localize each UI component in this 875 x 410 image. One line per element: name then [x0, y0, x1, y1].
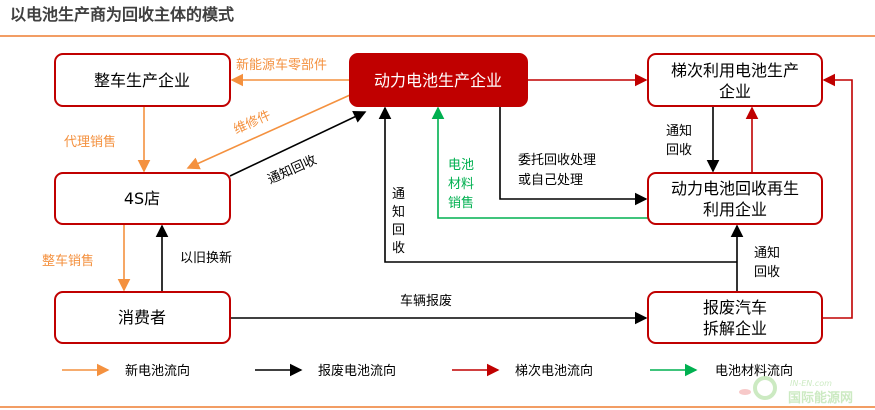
label-notify-v-1: 通	[392, 187, 405, 202]
label-notify-a-2: 回收	[666, 143, 692, 158]
label-notify-v-3: 回	[392, 223, 405, 238]
node-recycler: 动力电池回收再生 利用企业	[647, 172, 823, 225]
edge-dismantler-cascade	[822, 73, 853, 319]
node-battery-maker: 动力电池生产企业	[349, 53, 528, 107]
label-notify-v-4: 收	[392, 241, 405, 256]
label-material-3: 销售	[448, 195, 474, 211]
label-notify-diag: 通知回收	[265, 152, 319, 188]
node-dismantler: 报废汽车 拆解企业	[647, 291, 823, 344]
edge-material-sales	[431, 106, 648, 219]
node-dismantler-label-2: 拆解企业	[703, 319, 767, 338]
node-cascade-label-1: 梯次利用电池生产	[671, 61, 799, 80]
node-recycler-label-2: 利用企业	[703, 200, 767, 219]
node-consumer: 消费者	[54, 291, 231, 344]
node-oem: 整车生产企业	[54, 53, 231, 107]
label-notify-b-1: 通知	[754, 245, 780, 261]
node-dealer: 4S店	[54, 172, 231, 225]
edge-entrust	[499, 106, 648, 206]
label-notify-v-2: 知	[392, 204, 405, 220]
edge-notify-vertical	[378, 106, 737, 263]
label-parts: 新能源车零部件	[236, 57, 327, 73]
node-recycler-label-1: 动力电池回收再生	[671, 179, 799, 198]
label-agency-sales: 代理销售	[64, 134, 116, 150]
label-material-2: 材料	[448, 177, 474, 192]
label-scrap: 车辆报废	[400, 293, 452, 309]
watermark-line2: 国际能源网	[788, 390, 853, 406]
node-oem-label: 整车生产企业	[94, 71, 190, 90]
legend-new: 新电池流向	[125, 363, 190, 379]
legend-scrap: 报废电池流向	[318, 363, 396, 379]
legend-material: 电池材料流向	[715, 363, 793, 379]
page-title: 以电池生产商为回收主体的模式	[10, 5, 234, 24]
node-cascade-label-2: 企业	[719, 82, 751, 101]
legend-cascade: 梯次电池流向	[515, 363, 593, 379]
label-vehicle-sales: 整车销售	[42, 253, 94, 269]
node-dealer-label: 4S店	[124, 189, 160, 208]
label-material-1: 电池	[448, 158, 474, 173]
legend: 新电池流向 报废电池流向 梯次电池流向 电池材料流向	[62, 363, 793, 379]
label-entrust-1: 委托回收处理	[518, 153, 596, 168]
label-entrust-2: 或自己处理	[518, 173, 583, 188]
watermark-logo: IN-EN.com 国际能源网	[739, 376, 853, 406]
node-dismantler-label-1: 报废汽车	[703, 298, 767, 317]
edge-repair	[186, 94, 351, 170]
node-consumer-label: 消费者	[118, 308, 166, 327]
label-notify-b-2: 回收	[754, 265, 780, 280]
label-trade-in: 以旧换新	[180, 250, 232, 266]
node-battery-maker-label: 动力电池生产企业	[374, 71, 502, 90]
edge-notify-diag	[229, 111, 367, 177]
node-cascade: 梯次利用电池生产 企业	[647, 53, 823, 107]
label-notify-a-1: 通知	[666, 123, 692, 139]
watermark-line1: IN-EN.com	[790, 379, 832, 388]
